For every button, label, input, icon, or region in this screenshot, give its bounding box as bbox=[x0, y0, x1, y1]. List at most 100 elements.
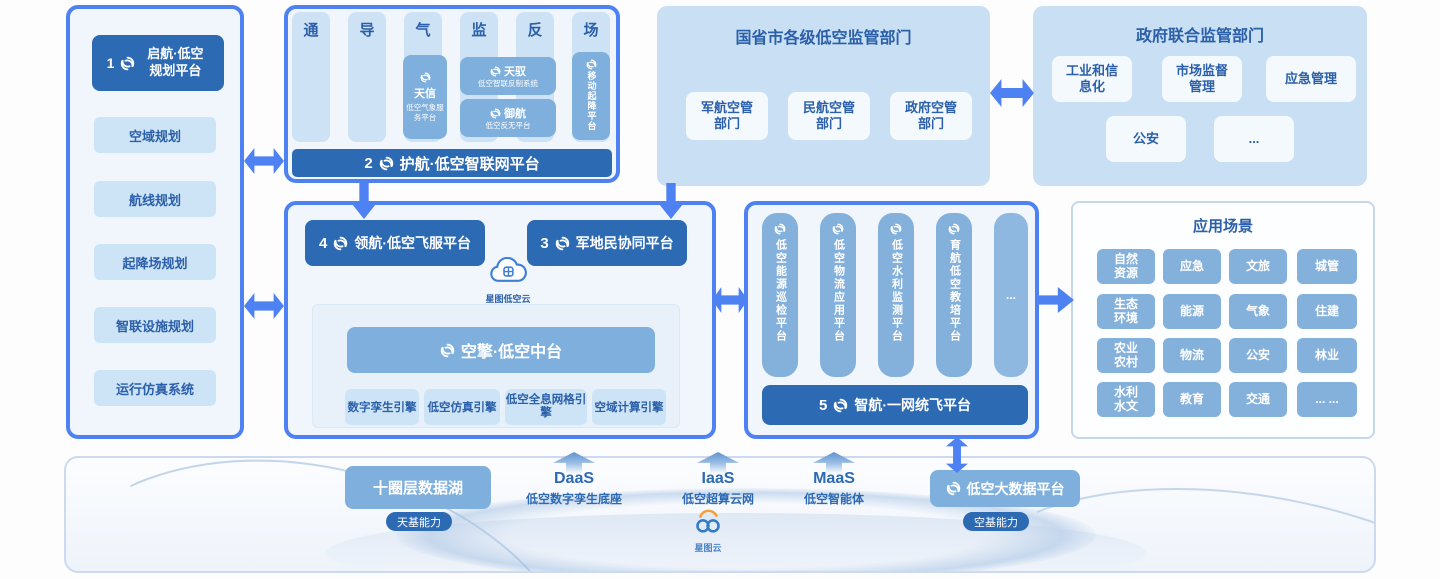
daas-sublabel: 低空数字孪生底座 bbox=[525, 492, 622, 506]
regulators-title: 国省市各级低空监管部门 bbox=[735, 30, 912, 47]
scenario-chip: 交通 bbox=[1229, 382, 1287, 417]
flight-service-title: 领航·低空飞服平台 bbox=[354, 235, 471, 251]
geovis-swirl-icon bbox=[774, 222, 786, 235]
bigdata-box: 低空大数据平台 bbox=[930, 470, 1080, 507]
regulator-box-government: 政府空管部门 bbox=[890, 92, 972, 140]
geovis-swirl-icon bbox=[420, 72, 431, 83]
mil-civil-header: 3 军地民协同平台 bbox=[527, 220, 687, 266]
engine-chip-digital-twin: 数字孪生引擎 bbox=[345, 389, 419, 425]
column-label: 导 bbox=[359, 22, 375, 39]
scenarios-title: 应用场景 bbox=[1192, 218, 1253, 235]
regulator-label: 民航空管部门 bbox=[802, 99, 855, 131]
engine-chip-simulation: 低空仿真引擎 bbox=[424, 389, 500, 425]
arrow-regulators-gov-icon bbox=[990, 79, 1034, 107]
regulators-panel: 国省市各级低空监管部门 军航空管部门 民航空管部门 政府空管部门 bbox=[657, 6, 990, 186]
scenario-chip: 气象 bbox=[1229, 294, 1287, 329]
pillar-label: ... bbox=[1005, 288, 1016, 302]
regulator-label: 政府空管部门 bbox=[904, 99, 957, 131]
scenario-chip: 城管 bbox=[1297, 249, 1357, 284]
bottom-band bbox=[64, 456, 1376, 573]
pillar-label: 低空水利监测平台 bbox=[890, 239, 903, 343]
intelnet-bar: 2 护航·低空智联网平台 bbox=[292, 149, 612, 177]
mid-platform-bar: 空擎·低空中台 bbox=[347, 327, 655, 373]
gov-box-more: ... bbox=[1214, 116, 1294, 162]
gov-label: 工业和信息化 bbox=[1065, 62, 1118, 94]
arrow-left-network-icon bbox=[244, 148, 284, 174]
mid-platform-title: 空擎·低空中台 bbox=[460, 344, 563, 361]
geovis-swirl-icon bbox=[890, 222, 902, 235]
cloud-logo-text: 星图云 bbox=[694, 543, 722, 553]
app-pillar-logistics: 低空物流应用平台 bbox=[820, 213, 856, 377]
scenario-chip: 物流 bbox=[1163, 338, 1221, 373]
gov-label: 公安 bbox=[1132, 130, 1159, 146]
app-pillar-training: 育航低空教培平台 bbox=[936, 213, 972, 377]
gov-label: 市场监督管理 bbox=[1175, 62, 1228, 94]
column-strip-nav: 导 bbox=[348, 12, 386, 142]
arrow-unified-to-scenarios-icon bbox=[1038, 287, 1074, 313]
scenario-chip: 能源 bbox=[1163, 294, 1221, 329]
scenario-chip: 教育 bbox=[1163, 382, 1221, 417]
yuhang-subtitle: 低空反无平台 bbox=[485, 121, 531, 131]
maas-label: MaaS bbox=[813, 470, 855, 487]
arrow-unified-bigdata-icon bbox=[946, 437, 968, 473]
flight-service-header: 4 领航·低空飞服平台 bbox=[305, 220, 485, 266]
scenario-chip: 应急 bbox=[1163, 249, 1221, 284]
scenario-chip: 住建 bbox=[1297, 294, 1357, 329]
tianxin-subtitle: 低空气象服务平台 bbox=[406, 103, 444, 122]
gov-box-police: 公安 bbox=[1106, 116, 1186, 162]
gov-box-emergency: 应急管理 bbox=[1266, 56, 1356, 102]
column-strip-comm: 通 bbox=[292, 12, 330, 142]
regulator-label: 军航空管部门 bbox=[700, 99, 753, 131]
daas-label: DaaS bbox=[553, 470, 595, 487]
bigdata-label: 低空大数据平台 bbox=[966, 480, 1065, 497]
geovis-swirl-icon bbox=[555, 236, 570, 251]
chip-label: 自然资源 bbox=[1113, 251, 1138, 280]
column-label: 气 bbox=[415, 22, 431, 39]
column-label: 场 bbox=[583, 22, 599, 39]
scenario-chip: 林业 bbox=[1297, 338, 1357, 373]
geovis-swirl-icon bbox=[120, 56, 135, 71]
geovis-swirl-icon bbox=[490, 66, 501, 77]
regulator-box-military: 军航空管部门 bbox=[686, 92, 768, 140]
scenario-chip: 农业农村 bbox=[1097, 338, 1155, 373]
unified-flight-panel: 低空能源巡检平台 低空物流应用平台 低空水利监测平台 育航低空教培平台 ... … bbox=[744, 201, 1039, 439]
gov-panel: 政府联合监管部门 工业和信息化 市场监督管理 应急管理 公安 ... bbox=[1033, 6, 1367, 186]
cloud-logo-label: 星图低空云 bbox=[485, 294, 531, 304]
tianxin-name: 天信 bbox=[414, 88, 436, 101]
infinity-cloud-icon bbox=[696, 509, 720, 533]
iaas-sublabel: 低空超算云网 bbox=[681, 492, 754, 506]
gov-box-miit: 工业和信息化 bbox=[1052, 56, 1132, 102]
engine-chip-airspace-compute: 空域计算引擎 bbox=[592, 389, 666, 425]
planning-platform-panel: 1 启航·低空规划平台 空域规划 航线规划 起降场规划 智联设施规划 运行仿真系… bbox=[66, 5, 244, 439]
geovis-swirl-icon bbox=[946, 481, 961, 496]
app-pillar-water: 低空水利监测平台 bbox=[878, 213, 914, 377]
geovis-lowaltitude-cloud-logo: 星图低空云 bbox=[478, 256, 538, 305]
tianyu-box: 天驭 低空智联反制系统 bbox=[460, 57, 556, 95]
gov-title: 政府联合监管部门 bbox=[1135, 28, 1264, 45]
column-label: 通 bbox=[303, 22, 319, 39]
geovis-swirl-icon bbox=[833, 398, 848, 413]
column-label: 反 bbox=[527, 22, 543, 39]
gov-box-market: 市场监督管理 bbox=[1162, 56, 1242, 102]
geovis-swirl-icon bbox=[490, 108, 501, 119]
air-capability-pill: 空基能力 bbox=[963, 512, 1029, 531]
cloud-icon bbox=[490, 256, 527, 282]
yuhang-box: 御航 低空反无平台 bbox=[460, 99, 556, 137]
mil-civil-title: 军地民协同平台 bbox=[575, 235, 674, 251]
sky-capability-pill: 天基能力 bbox=[386, 512, 452, 531]
geovis-swirl-icon bbox=[379, 156, 394, 171]
app-pillar-more: ... bbox=[994, 213, 1028, 377]
planning-item-vertiport: 起降场规划 bbox=[94, 244, 216, 280]
unified-flight-title: 智航·一网统飞平台 bbox=[854, 397, 971, 413]
scenario-chip: 公安 bbox=[1229, 338, 1287, 373]
platform-number: 3 bbox=[540, 234, 549, 252]
chip-label: 水利水文 bbox=[1113, 384, 1138, 413]
scenario-chip: ... ... bbox=[1297, 382, 1357, 417]
chip-label: 生态环境 bbox=[1113, 296, 1138, 325]
platform-number: 1 bbox=[106, 55, 115, 71]
iaas-label: IaaS bbox=[701, 470, 735, 487]
mid-platform-panel: 空擎·低空中台 数字孪生引擎 低空仿真引擎 低空全息网格引擎 空域计算引擎 bbox=[312, 304, 680, 428]
regulator-box-civil: 民航空管部门 bbox=[788, 92, 870, 140]
planning-item-infrastructure: 智联设施规划 bbox=[94, 307, 216, 343]
